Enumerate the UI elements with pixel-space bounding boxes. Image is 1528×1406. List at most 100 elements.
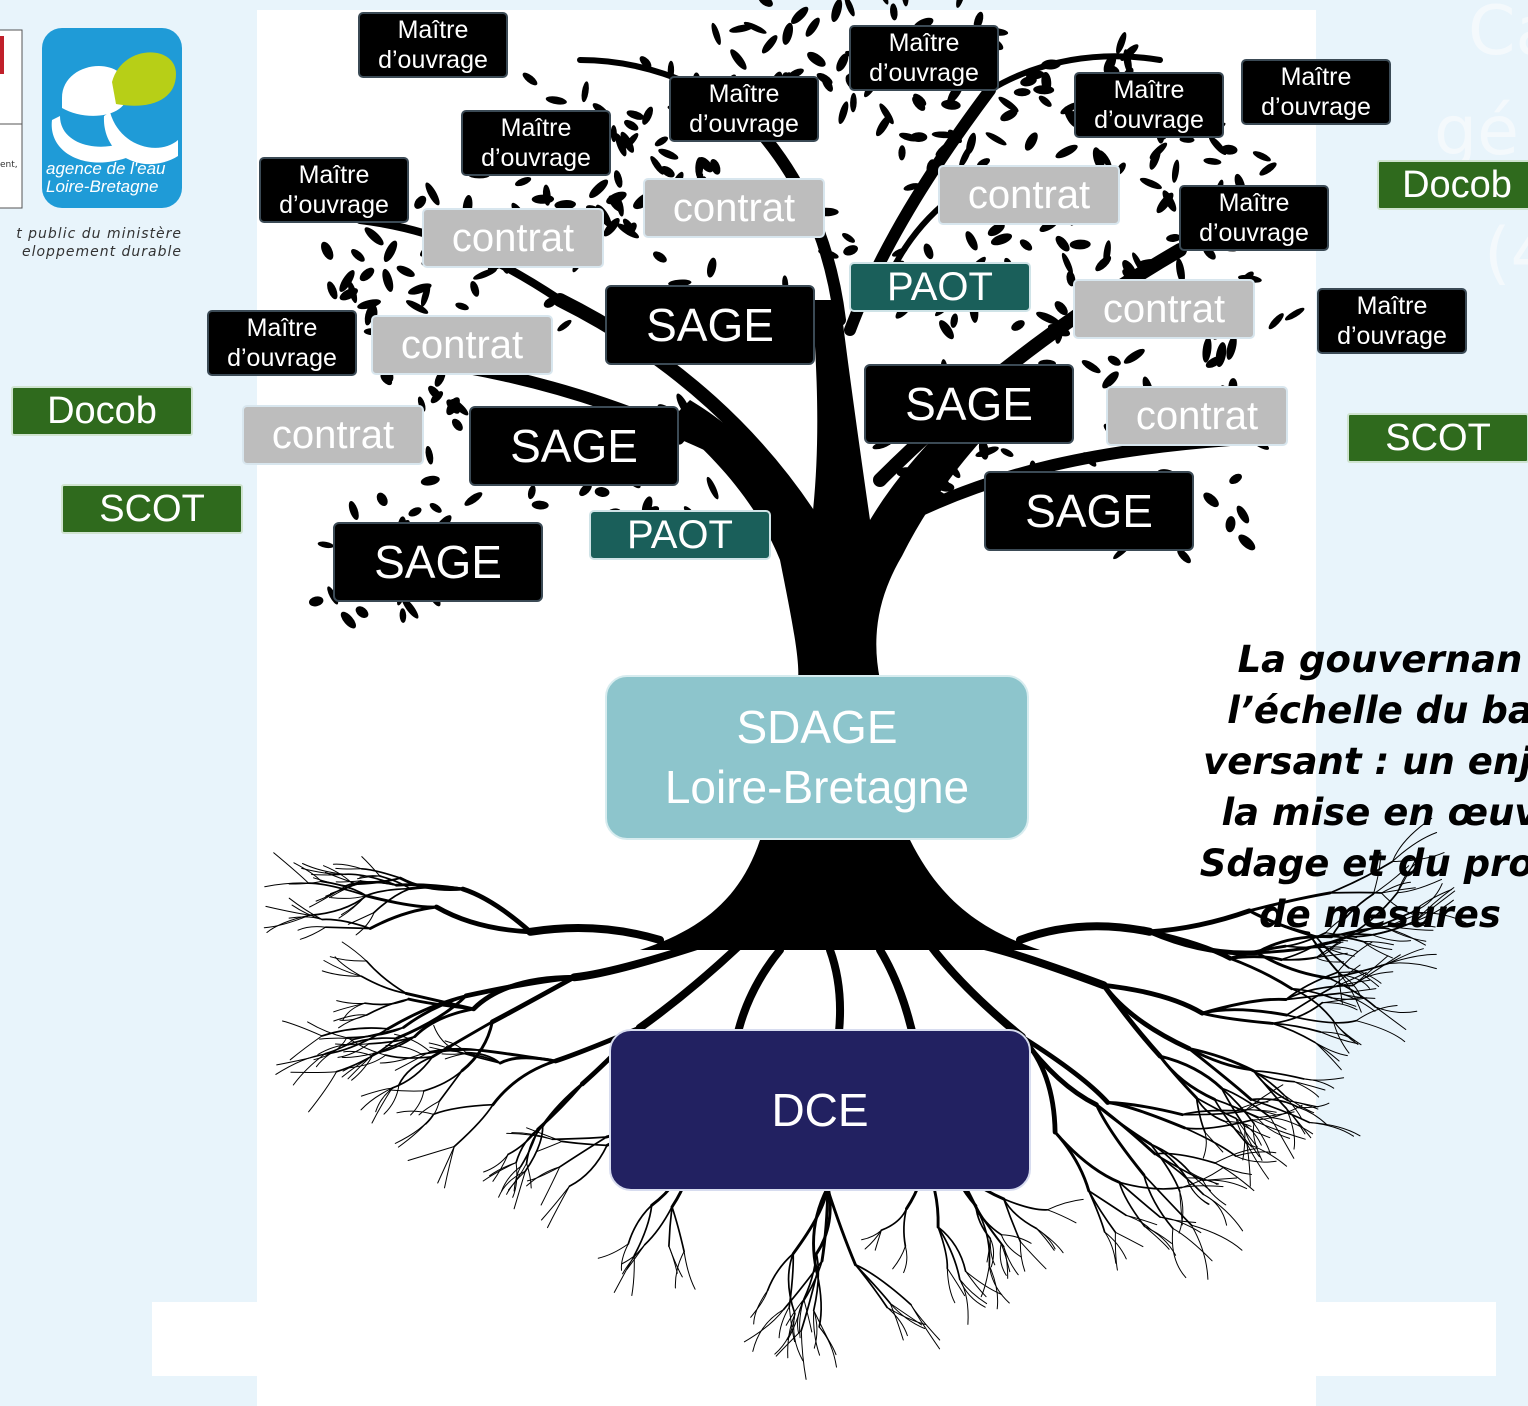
root-line [541,1185,570,1221]
root-line [800,1330,807,1380]
leaf [470,281,480,297]
root-line [1348,967,1380,987]
leaf [844,0,855,17]
root-line [551,1136,608,1141]
root-line [1308,1122,1361,1137]
root-line [418,1100,440,1116]
root-line [818,1326,837,1356]
root-line [364,887,411,897]
leaf [706,257,717,278]
root-line [1315,940,1341,958]
root-line [1410,883,1443,914]
root-line [1243,1125,1260,1158]
root-line [1410,912,1467,924]
root-line [1242,1125,1246,1161]
root-line [323,960,362,977]
root-line [1321,1002,1358,1011]
root-line [398,1055,434,1086]
leaf [650,156,665,175]
leaf [545,96,567,105]
leaf [730,49,747,70]
root-line [633,1204,653,1257]
contrat-box: contrat [1073,279,1255,339]
root-line [355,912,375,936]
leaf [901,0,909,7]
root-line [1154,1152,1205,1196]
root-line [489,974,577,1025]
leaf [1055,235,1070,252]
root-line [1214,1162,1252,1175]
agency-mission: t public du ministère eloppement durable [16,226,182,260]
root-line [1314,1041,1340,1062]
root-line [558,1136,608,1168]
root-line [526,1166,561,1182]
leaf [613,170,623,188]
root-line [282,1020,323,1037]
root-line [1016,922,1154,944]
root-line [1019,1034,1111,1105]
root-line [683,1251,696,1290]
root-line [1195,1097,1226,1123]
root-line [263,914,310,929]
root-line [1315,943,1337,958]
leaf [355,606,369,618]
root-line [465,1051,502,1064]
leaf [698,157,714,173]
root-line [368,1035,416,1045]
root-line [1114,1231,1118,1271]
root-line [394,1113,434,1144]
root-line [1290,987,1333,999]
maitre-ouvrage-box: Maître d’ouvrage [1241,59,1391,125]
root-line [1336,941,1373,973]
sage-box: SAGE [984,471,1194,551]
sage-box: SAGE [864,364,1074,444]
root-line [368,905,438,930]
leaf [660,165,675,178]
leaf [531,194,555,204]
root-line [799,1298,805,1339]
root-line [671,1206,685,1253]
root-line [444,1146,455,1189]
root-line [812,1252,820,1312]
leaf [340,611,356,629]
leaf [616,223,640,239]
leaf [1238,534,1256,551]
root-line [1000,1234,1022,1258]
leaf [1162,190,1177,212]
leaf [603,217,620,237]
root-line [512,1162,518,1198]
root-line [335,1037,398,1073]
leaf [348,501,359,520]
root-line [854,1263,888,1309]
leaf [975,446,999,458]
root-line [560,1140,608,1147]
root-line [1019,1241,1047,1270]
leaf [624,119,639,131]
root-line [1280,956,1317,961]
root-line [1414,899,1454,922]
root-line [1246,1143,1270,1180]
sage-box: SAGE [605,285,815,365]
paot-box: PAOT [589,510,771,560]
root-line [774,1313,796,1355]
root-line [1142,1173,1174,1230]
root-line [1228,955,1283,962]
maitre-ouvrage-box: Maître d’ouvrage [849,25,999,91]
tree-trunk [670,300,1020,680]
root-line [1158,1054,1223,1090]
root-line [1285,1014,1358,1024]
leaf [589,179,609,199]
leaf [836,53,849,72]
leaf [890,3,898,21]
root-line [1235,1155,1277,1163]
root-line [386,994,468,1031]
root-line [1250,1098,1311,1124]
root-line [289,1035,323,1061]
root-line [926,941,1026,1041]
leaf [850,92,857,113]
leaf [998,96,1019,113]
root-line [818,1326,837,1368]
root-line [341,895,367,916]
root-line [1118,1181,1183,1190]
root-line [568,1144,608,1188]
